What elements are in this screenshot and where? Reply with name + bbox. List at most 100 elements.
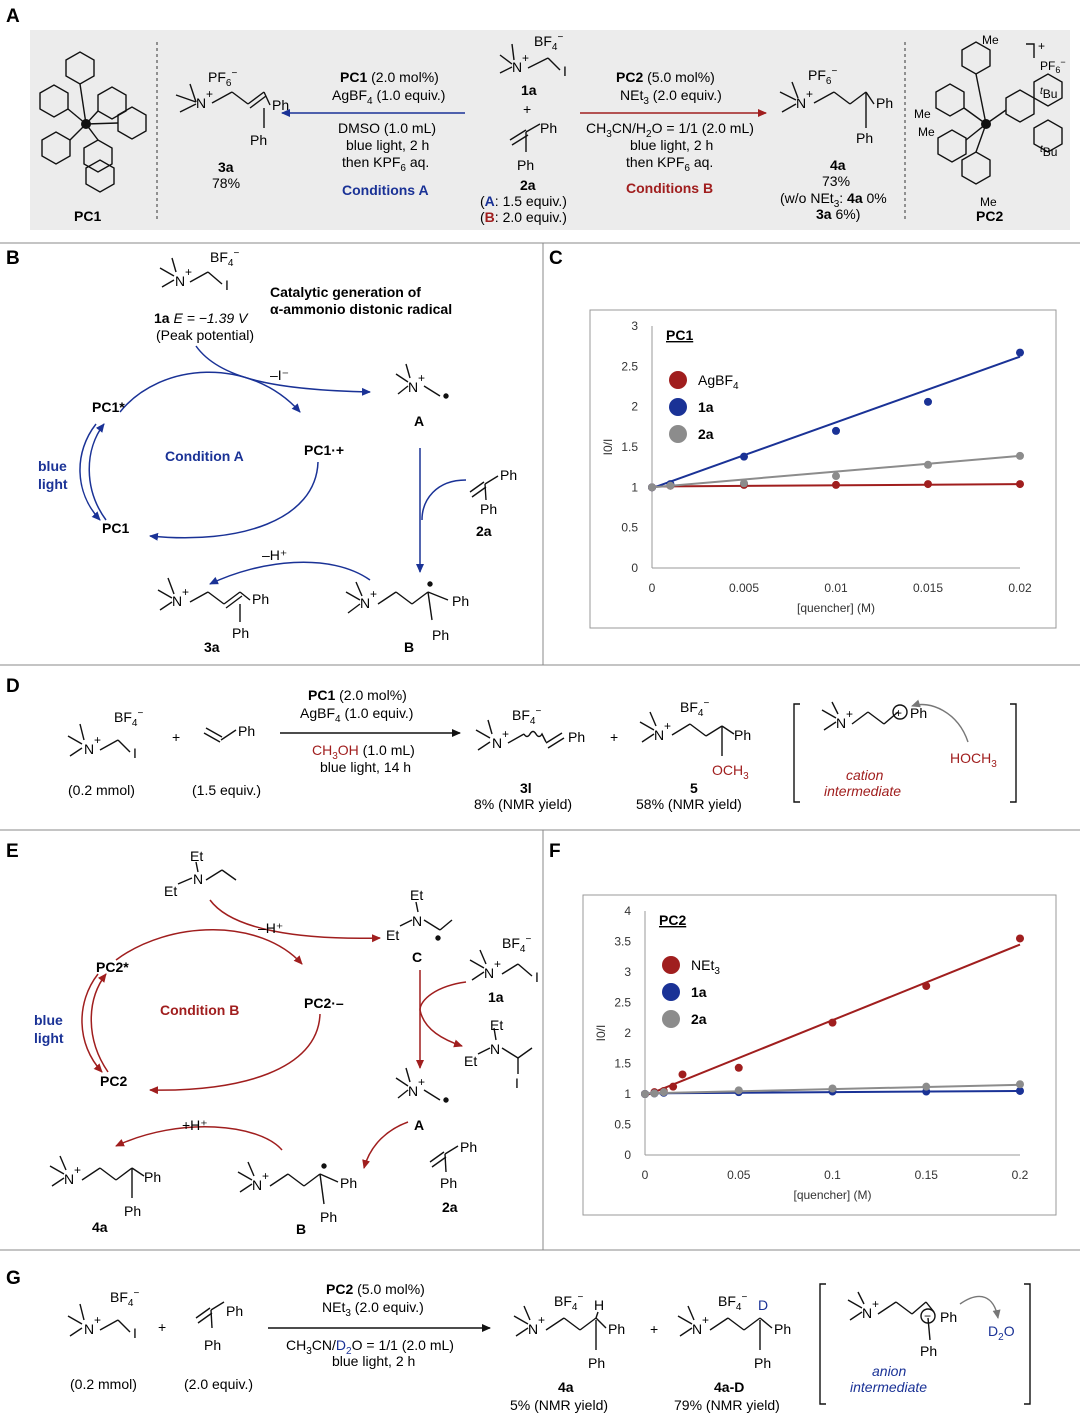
e-blue-1: blue (34, 1012, 63, 1028)
data-point (1016, 1086, 1024, 1095)
y-tick-label: 1 (624, 1087, 631, 1101)
1a-b-peak: (Peak potential) (156, 327, 254, 343)
minus-proton-b: –H⁺ (262, 547, 287, 563)
4a-yield: 73% (822, 173, 850, 189)
2a-b-label: 2a (476, 523, 492, 539)
e-c-n: N (412, 913, 422, 929)
data-point (922, 1082, 931, 1091)
radical-a-structure (395, 363, 449, 399)
d-attack-arrow (911, 699, 969, 743)
g-cond-2: NEt3 (2.0 equiv.) (322, 1299, 424, 1319)
g-plus-2: + (650, 1321, 658, 1337)
legend-label: NEt3 (691, 957, 720, 977)
d-3l-label: 3l (520, 780, 532, 796)
2a-ph2: Ph (517, 157, 534, 173)
panel-label-d: D (6, 676, 20, 697)
data-point (669, 1082, 678, 1091)
d-5-yield: 58% (NMR yield) (636, 796, 742, 812)
data-point (734, 1086, 743, 1095)
g-anion-label-2: intermediate (850, 1379, 927, 1395)
y-tick-label: 1 (631, 480, 638, 494)
d-1a-nitrogen: N (84, 741, 94, 757)
d-cond-1: PC1 (2.0 mol%) (308, 687, 407, 703)
3a-counterion: PF6− (208, 68, 237, 89)
g-amount-1: (0.2 mmol) (70, 1376, 137, 1392)
e-b-ph1: Ph (340, 1175, 357, 1191)
legend-label: 2a (698, 426, 714, 442)
g-2a-ph2: Ph (204, 1337, 221, 1353)
e-light-down (81, 973, 103, 1073)
x-tick-label: 0.15 (915, 1168, 939, 1182)
g-1a-counterion: BF4− (110, 1288, 139, 1309)
e-4a-ph1: Ph (144, 1169, 161, 1185)
radical-a-label: A (414, 413, 424, 429)
data-point (641, 1090, 649, 1098)
panel-label-g: G (6, 1268, 21, 1289)
pc1-structure (39, 51, 147, 193)
deprotonation-arrow (209, 561, 371, 585)
chart-frame (589, 309, 1057, 629)
e-blue-2: light (34, 1030, 64, 1046)
g-4a-counterion: BF4− (554, 1292, 583, 1313)
g-4a-ph2: Ph (588, 1355, 605, 1371)
e-triethylamine (177, 861, 237, 885)
e-pc2-ground: PC2 (100, 1073, 127, 1089)
condB-line2: NEt3 (2.0 equiv.) (620, 87, 722, 107)
d-amount-2: (1.5 equiv.) (192, 782, 261, 798)
1a-b-counterion: BF4− (210, 248, 239, 269)
g-cond-3: CH3CN/D2O = 1/1 (2.0 mL) (286, 1337, 454, 1357)
g-anion-plus: + (872, 1297, 879, 1311)
3a-label: 3a (218, 159, 234, 175)
x-tick-label: 0.01 (824, 581, 848, 595)
d-styrene-ph: Ph (238, 723, 255, 739)
cycle-arc-top (119, 371, 301, 413)
d-plus-2: + (610, 729, 618, 745)
d-5-ph: Ph (734, 727, 751, 743)
1a-b-potential: 1a E = −1.39 V (154, 310, 249, 326)
3a-yield: 78% (212, 175, 240, 191)
d-cation-nitrogen: N (836, 715, 846, 731)
3a-b-label: 3a (204, 639, 220, 655)
g-4ad-label: 4a-D (714, 1379, 744, 1395)
e-4a-n: N (64, 1171, 74, 1187)
data-point (832, 472, 840, 481)
e-2a-ph2: Ph (440, 1175, 457, 1191)
g-d2o: D2O (988, 1323, 1015, 1343)
d-cation-label-1: cation (846, 767, 884, 783)
y-tick-label: 3.5 (614, 935, 631, 949)
minus-iodide: –I⁻ (270, 367, 289, 383)
e-cycle-top (115, 929, 303, 965)
condA-line5: then KPF6 aq. (342, 154, 429, 174)
d-cation-ph: Ph (910, 705, 927, 721)
d-3l-yield: 8% (NMR yield) (474, 796, 572, 812)
d-cond-4: blue light, 14 h (320, 759, 411, 775)
e-radical-c (399, 901, 453, 941)
g-bracket-left (819, 1283, 826, 1405)
e-iodo-i: I (515, 1075, 519, 1091)
y-tick-label: 2.5 (614, 996, 631, 1010)
d-cation-label-2: intermediate (824, 783, 901, 799)
pc2-label: PC2 (976, 208, 1003, 224)
data-point (924, 480, 932, 489)
pc2-bracket (1026, 43, 1035, 58)
e-1a-i: I (535, 969, 539, 985)
light-arrow-down (79, 423, 101, 521)
g-1a-n: N (84, 1321, 94, 1337)
chart-frame (582, 894, 1057, 1216)
d-5-plus: + (664, 719, 671, 733)
e-1a-n: N (484, 965, 494, 981)
condA-line4: blue light, 2 h (346, 137, 429, 153)
e-light-up (90, 973, 109, 1073)
y-tick-label: 0.5 (614, 1118, 631, 1132)
blue-light-1: blue (38, 458, 67, 474)
e-4a-ph2: Ph (124, 1203, 141, 1219)
g-4a-label: 4a (558, 1379, 574, 1395)
e-pc2-anion: PC2·– (304, 995, 344, 1011)
panel-b-title-2: α-ammonio distonic radical (270, 301, 452, 317)
3a-b-nitrogen: N (172, 593, 182, 609)
pc2-counterion: + (1038, 39, 1045, 53)
4a-ph1: Ph (876, 95, 893, 111)
y-axis-label: I0/I (594, 1025, 608, 1042)
legend-marker (662, 956, 680, 974)
e-b-plus: + (262, 1169, 269, 1183)
